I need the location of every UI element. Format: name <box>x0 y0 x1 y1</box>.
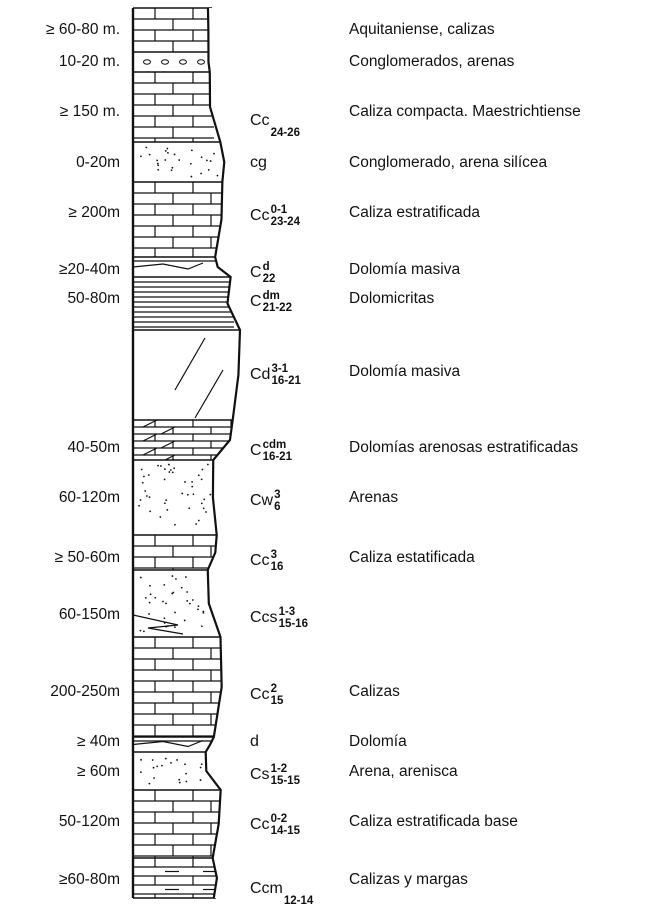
unit-sand <box>133 569 210 635</box>
unit-description: Conglomerados, arenas <box>349 53 515 70</box>
formation-symbol: cg <box>250 154 267 171</box>
unit-description: Dolomías arenosas estratificadas <box>349 439 579 456</box>
unit-description: Caliza estratificada base <box>349 813 518 830</box>
unit-limestone <box>133 789 224 858</box>
unit-thickness: ≥60-80m <box>58 871 120 888</box>
unit-description: Dolomía masiva <box>349 363 461 380</box>
unit-massive <box>133 329 244 419</box>
unit-thickness: 0-20m <box>76 154 120 171</box>
unit-thickness: ≥ 60m <box>77 763 120 780</box>
unit-thickness: ≥20-40m <box>58 261 120 278</box>
unit-description: Caliza estatificada <box>349 549 475 566</box>
unit-description: Dolomicritas <box>349 290 435 307</box>
unit-description: Calizas <box>349 683 400 700</box>
unit-marl <box>133 857 218 898</box>
unit-thickness: ≥ 40m <box>77 733 120 750</box>
unit-thickness: 60-150m <box>58 606 120 623</box>
unit-thickness: 50-80m <box>67 290 120 307</box>
unit-limestone <box>133 534 222 570</box>
unit-thin <box>133 276 234 328</box>
unit-dolomite <box>133 736 216 748</box>
unit-dolostrat <box>133 419 236 460</box>
unit-conglomerate <box>133 51 214 65</box>
unit-thickness: ≥ 200m <box>68 204 120 221</box>
unit-description: Dolomía <box>349 733 407 750</box>
unit-description: Dolomía masiva <box>349 261 461 278</box>
unit-thickness: 200-250m <box>50 683 120 700</box>
unit-thickness: ≥ 50-60m <box>54 549 120 566</box>
column-right-edge <box>204 7 242 899</box>
unit-description: Conglomerado, arena silícea <box>349 154 548 171</box>
unit-sand <box>133 459 217 526</box>
unit-dolomite <box>133 256 220 270</box>
unit-thickness: ≥ 60-80 m. <box>46 21 120 38</box>
unit-sand <box>133 141 226 178</box>
unit-limestone <box>133 71 214 142</box>
unit-limestone <box>133 636 226 737</box>
unit-description: Arenas <box>349 489 399 506</box>
unit-thickness: 60-120m <box>58 489 120 506</box>
unit-description: Aquitaniense, calizas <box>349 21 495 38</box>
unit-thickness: 10-20 m. <box>58 53 120 70</box>
formation-symbol: d <box>250 733 259 750</box>
formation-symbol: Cc 24-26 <box>250 112 300 139</box>
unit-limestone <box>133 7 212 52</box>
unit-description: Caliza estratificada <box>349 204 480 221</box>
unit-thickness: 50-120m <box>58 813 120 830</box>
unit-limestone <box>133 181 226 257</box>
unit-thickness: ≥ 150 m. <box>59 103 120 120</box>
unit-sand <box>133 751 210 785</box>
unit-description: Calizas y margas <box>349 871 468 888</box>
unit-thickness: 40-50m <box>67 439 120 456</box>
unit-description: Arena, arenisca <box>349 763 458 780</box>
unit-description: Caliza compacta. Maestrichtiense <box>349 103 581 120</box>
